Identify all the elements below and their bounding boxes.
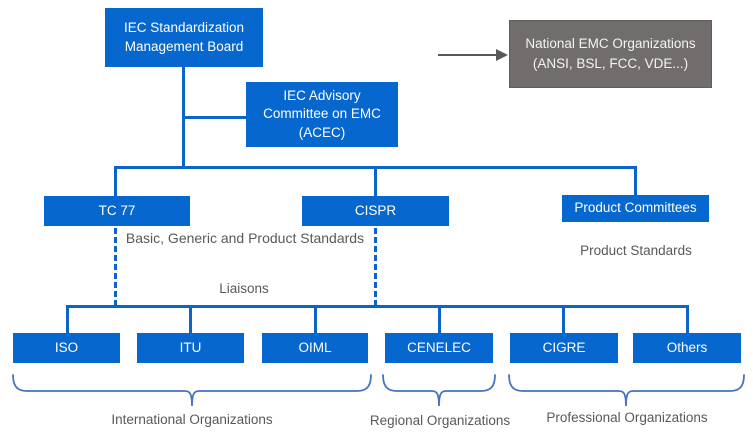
connector-drop-cenelec	[438, 305, 441, 333]
org-box-oiml: OIML	[262, 333, 368, 363]
product-committees-box: Product Committees	[562, 195, 709, 222]
connector-drop-product-committees	[634, 166, 637, 195]
dashed-connector-tc77	[114, 228, 117, 306]
connector-drop-others	[686, 305, 689, 333]
org-box-cenelec: CENELEC	[385, 333, 493, 363]
org-box-others: Others	[633, 333, 741, 363]
connector-drop-oiml	[314, 305, 317, 333]
regional-organizations-label: Regional Organizations	[369, 413, 511, 428]
international-organizations-label: International Organizations	[111, 412, 273, 427]
dashed-connector-cispr	[374, 228, 377, 306]
underbrace-international	[12, 374, 372, 407]
connector-drop-cigre	[562, 305, 565, 333]
cispr-box: CISPR	[302, 196, 449, 226]
underbrace-professional	[508, 374, 745, 407]
org-box-cigre: CIGRE	[510, 333, 618, 363]
connector-drop-iso	[66, 305, 69, 333]
connector-drop-itu	[189, 305, 192, 333]
org-box-iso: ISO	[13, 333, 120, 363]
connector-drop-tc77	[114, 166, 117, 196]
underbrace-regional	[382, 374, 496, 407]
professional-organizations-label: Professional Organizations	[546, 410, 708, 425]
product-standards-label: Product Standards	[580, 243, 692, 258]
arrow-connector	[438, 54, 500, 56]
arrow-right-icon	[496, 49, 508, 61]
liaisons-label: Liaisons	[219, 281, 269, 296]
connector-drop-cispr	[374, 166, 377, 196]
smb-box: IEC Standardization Management Board	[105, 8, 263, 67]
connector-bottom-rail	[66, 305, 688, 308]
basic-standards-label: Basic, Generic and Product Standards	[125, 230, 365, 246]
connector-acec-stub	[183, 116, 246, 119]
tc77-box: TC 77	[44, 196, 190, 226]
org-box-itu: ITU	[137, 333, 244, 363]
acec-box: IEC Advisory Committee on EMC (ACEC)	[246, 82, 398, 147]
national-emc-box: National EMC Organizations (ANSI, BSL, F…	[509, 20, 712, 88]
